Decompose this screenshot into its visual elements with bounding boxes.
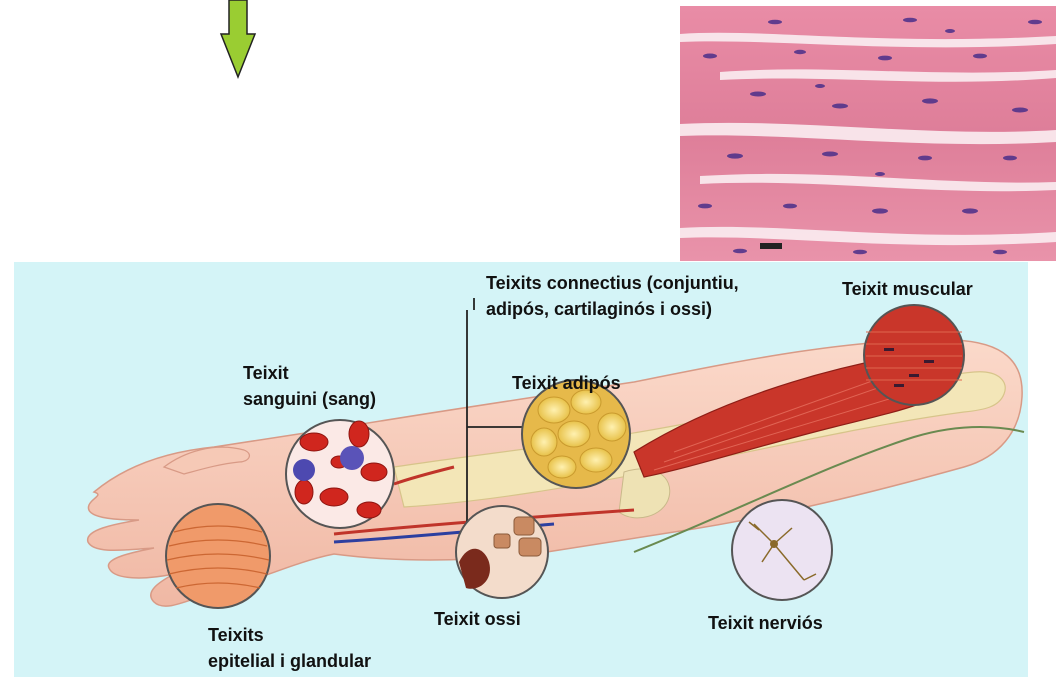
muscle-tissue-lens [864,305,964,405]
blood-tissue-label-line2: sanguini (sang) [243,388,376,410]
nervous-tissue-lens [732,500,832,600]
connective-tissues-label-line1: Teixits connectius (conjuntiu, [486,272,739,294]
muscular-tissue-label: Teixit muscular [842,278,973,300]
muscle-micrograph [680,6,1056,261]
blood-tissue-lens [286,420,394,528]
bone-tissue-label: Teixit ossi [434,608,521,630]
epithelial-tissue-lens [166,504,270,608]
bone-tissue-lens [456,506,548,598]
tissue-diagram: Teixits connectius (conjuntiu, adipós, c… [14,262,1028,677]
epithelial-tissues-label-line2: epitelial i glandular [208,650,371,672]
adipose-tissue-label: Teixit adipós [512,372,621,394]
connective-tissues-label-line2: adipós, cartilaginós i ossi) [486,298,712,320]
blood-tissue-label-line1: Teixit [243,362,289,384]
epithelial-tissues-label-line1: Teixits [208,624,264,646]
nervous-tissue-label: Teixit nerviós [708,612,823,634]
down-arrow-icon [218,0,258,80]
arm-illustration [14,262,1028,677]
adipose-tissue-lens [522,380,630,488]
